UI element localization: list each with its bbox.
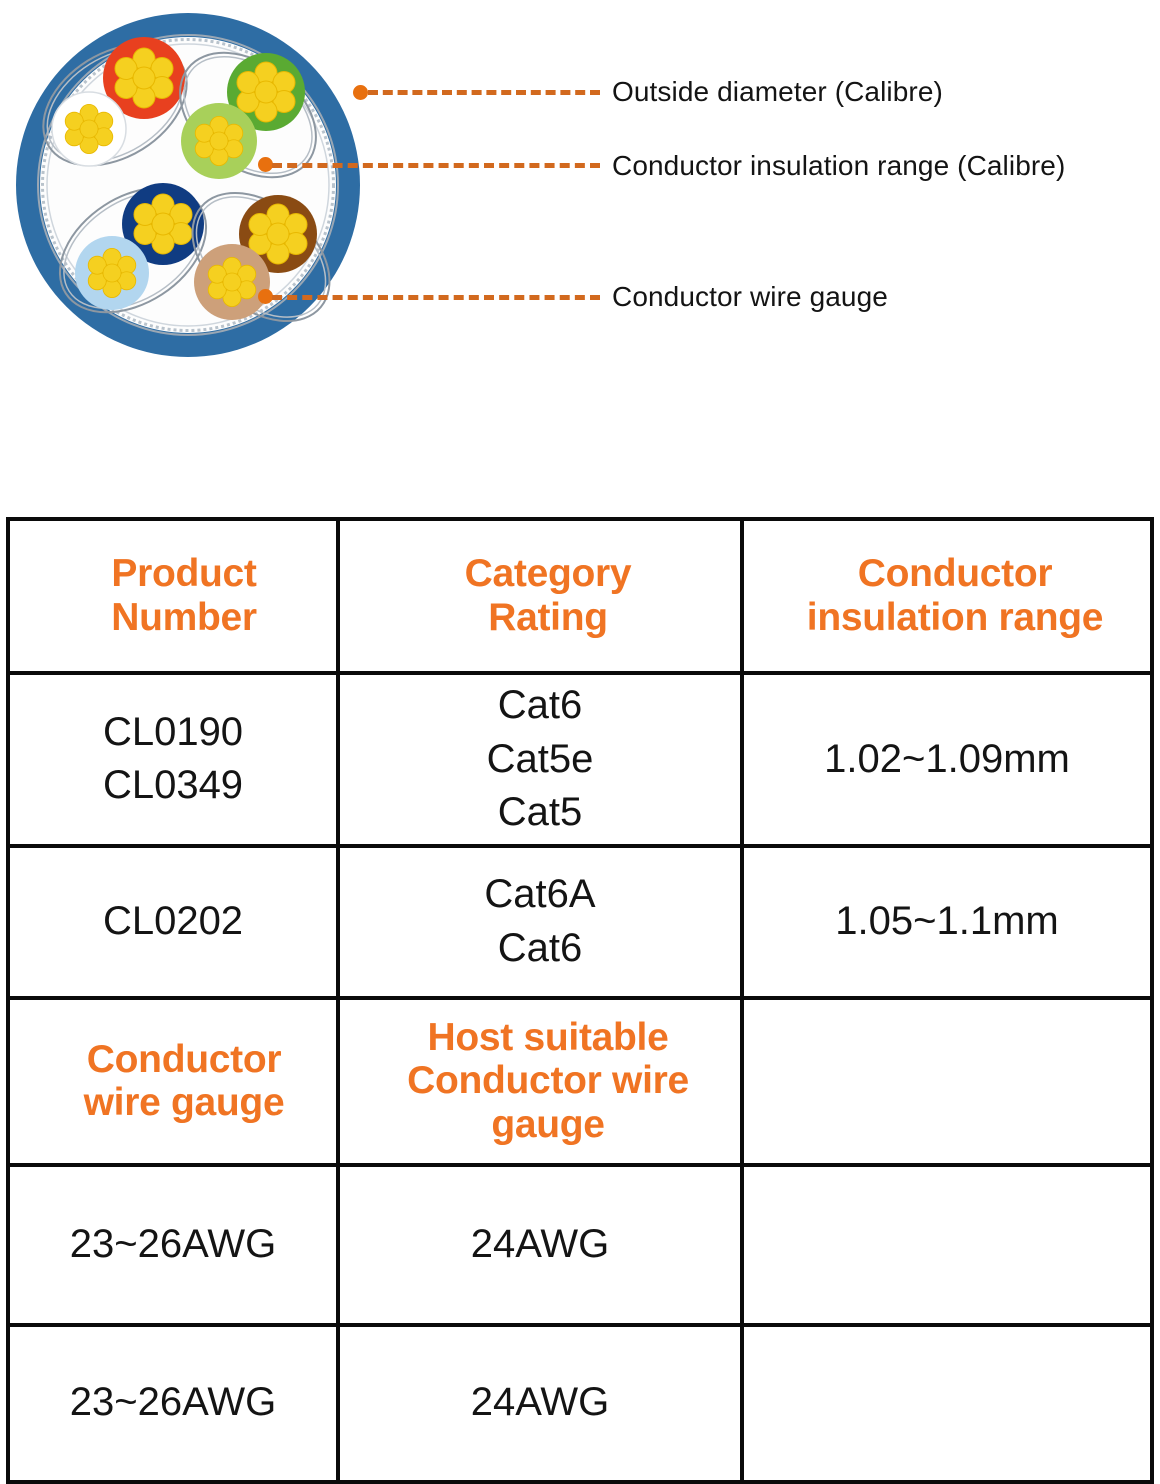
product-number-line1: CL0190 [102, 709, 244, 754]
cell-insulation-range: 1.05~1.1mm [740, 843, 1154, 1000]
callout-label-wire-gauge: Conductor wire gauge [612, 281, 888, 312]
header-category-rating-line2: Rating [488, 596, 608, 639]
header-conductor-insulation-line2: insulation range [806, 596, 1104, 639]
category-line1: Cat6 [497, 683, 583, 727]
cell-product-number: CL0202 [6, 843, 340, 1000]
orange-pair [42, 37, 188, 167]
table-row: 23~26AWG 24AWG [6, 1322, 1154, 1484]
brown-pair [191, 191, 331, 323]
callout-label-insulation-range: Conductor insulation range (Calibre) [612, 150, 1066, 181]
header-host-suitable-conductor-wire-gauge: Host suitable Conductor wire gauge [336, 995, 744, 1167]
green-pair [179, 51, 317, 179]
cell-conductor-wire-gauge: 23~26AWG [6, 1162, 340, 1327]
header-conductor-wire-gauge: Conductor wire gauge [6, 995, 340, 1167]
cell-empty [740, 1162, 1154, 1327]
callout-dot-outside-diameter [353, 85, 368, 100]
callout-line-outside-diameter [368, 90, 600, 95]
header-category-rating-line1: Category [464, 552, 632, 596]
header-conductor-insulation-range: Conductor insulation range [740, 517, 1154, 675]
cell-conductor-wire-gauge: 23~26AWG [6, 1322, 340, 1484]
table-header-row-1: Product Number Category Rating Conductor… [6, 517, 1154, 675]
callout-label-outside-diameter: Outside diameter (Calibre) [612, 76, 943, 107]
header-product-number-line1: Product [111, 552, 257, 596]
cell-category-rating: Cat6 Cat5e Cat5 [336, 671, 744, 848]
header-product-number: Product Number [6, 517, 340, 675]
category-line2: Cat5e [486, 736, 594, 781]
category-line1: Cat6A [484, 872, 596, 917]
table-row: CL0202 Cat6A Cat6 1.05~1.1mm [6, 843, 1154, 1000]
header-conductor-wire-gauge-line1: Conductor [86, 1037, 282, 1081]
header-host-suitable-line2: Conductor wire [407, 1059, 689, 1103]
table-header-row-2: Conductor wire gauge Host suitable Condu… [6, 995, 1154, 1167]
header-empty-cell [740, 995, 1154, 1167]
cell-empty [740, 1322, 1154, 1484]
callout-dot-insulation-range [258, 157, 273, 172]
cell-host-suitable-wire-gauge: 24AWG [336, 1162, 744, 1327]
callout-line-insulation-range [272, 163, 600, 168]
cable-diagram: Outside diameter (Calibre) Conductor ins… [0, 0, 1160, 500]
header-category-rating: Category Rating [336, 517, 744, 675]
header-host-suitable-line1: Host suitable [427, 1015, 669, 1059]
callout-dot-wire-gauge [258, 289, 273, 304]
header-conductor-wire-gauge-line2: wire gauge [83, 1081, 285, 1125]
product-number-line2: CL0349 [102, 763, 244, 808]
cell-category-rating: Cat6A Cat6 [336, 843, 744, 1000]
cable-specification-table: Product Number Category Rating Conductor… [6, 517, 1154, 1484]
header-host-suitable-line3: gauge [491, 1103, 605, 1147]
cell-product-number: CL0190 CL0349 [6, 671, 340, 848]
callout-line-wire-gauge [272, 295, 600, 300]
category-line3: Cat5 [497, 790, 583, 835]
cable-cross-section-illustration [16, 13, 360, 357]
header-conductor-insulation-line1: Conductor [857, 552, 1053, 596]
table-row: CL0190 CL0349 Cat6 Cat5e Cat5 1.02~1.09m… [6, 671, 1154, 848]
cell-host-suitable-wire-gauge: 24AWG [336, 1322, 744, 1484]
cell-insulation-range: 1.02~1.09mm [740, 671, 1154, 848]
table-row: 23~26AWG 24AWG [6, 1162, 1154, 1327]
blue-pair [58, 183, 208, 314]
category-line2: Cat6 [497, 925, 583, 970]
header-product-number-line2: Number [111, 596, 257, 639]
